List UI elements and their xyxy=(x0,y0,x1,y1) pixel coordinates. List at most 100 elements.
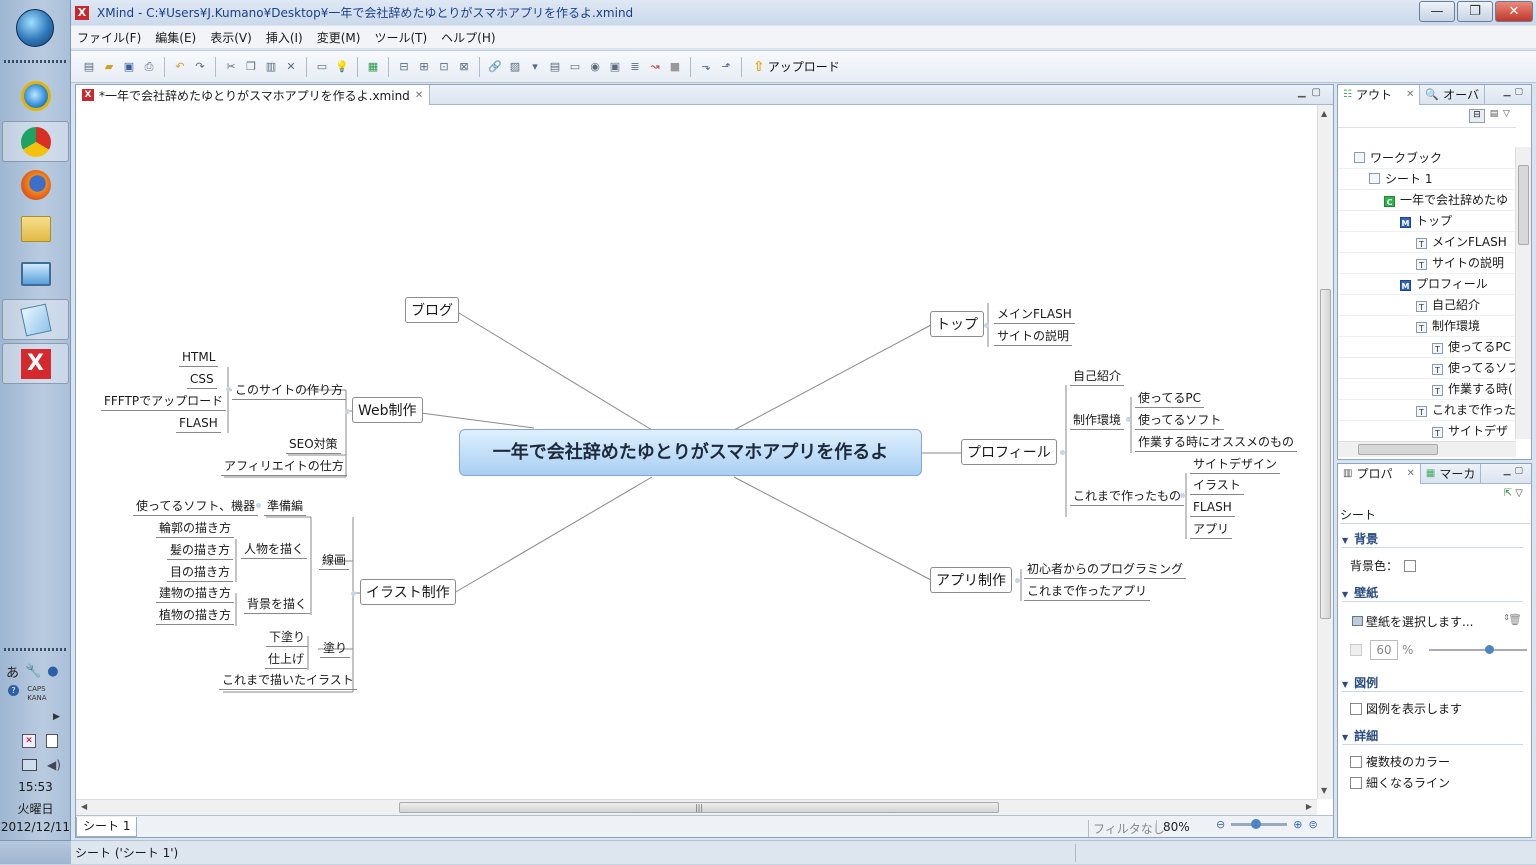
copy-icon[interactable]: ❐ xyxy=(246,59,256,73)
profile-flash[interactable]: FLASH xyxy=(1190,498,1235,517)
close-tab-icon[interactable]: ✕ xyxy=(1406,468,1415,479)
top-flash[interactable]: メインFLASH xyxy=(994,305,1075,324)
outline-row-sheet[interactable]: シート 1 xyxy=(1338,169,1516,190)
profile-soft[interactable]: 使ってるソフト xyxy=(1135,411,1225,430)
taskbar-remote[interactable] xyxy=(2,253,69,294)
profile-illust[interactable]: イラスト xyxy=(1190,476,1244,495)
horizontal-scrollbar[interactable]: ◀ ||| ▶ xyxy=(76,799,1317,815)
trash-icon[interactable]: 🗑 xyxy=(1508,613,1522,626)
upload-button[interactable]: ⇧アップロード xyxy=(753,58,840,75)
xmind-window-icon[interactable]: X xyxy=(75,5,89,20)
menu-insert[interactable]: 挿入(I) xyxy=(265,30,303,45)
help-icon[interactable]: ? xyxy=(8,685,19,696)
insert-topic-icon[interactable]: ⊟ xyxy=(399,59,409,73)
collapse-all-icon[interactable]: ⊟ xyxy=(1469,109,1485,123)
close-button[interactable]: ✕ xyxy=(1495,1,1533,22)
zoom-fit-icon[interactable]: ⊜ xyxy=(1308,818,1318,831)
topic-profile[interactable]: プロフィール xyxy=(961,439,1057,465)
taskbar-ie[interactable] xyxy=(2,75,69,116)
display-icon[interactable] xyxy=(22,759,37,771)
illust-outline[interactable]: 輪郭の描き方 xyxy=(156,519,235,538)
illust-soft[interactable]: 使ってるソフト、機器 xyxy=(133,497,259,516)
opacity-field[interactable]: 60 xyxy=(1370,640,1398,660)
undo-icon[interactable]: ↶ xyxy=(175,59,185,73)
mind-map-canvas[interactable]: 一年で会社辞めたゆとりがスマホアプリを作るよ ブログ Web制作 このサイトの作… xyxy=(76,105,1317,799)
panel-minmax[interactable]: ▁▢ xyxy=(1503,466,1527,476)
collapse-dot[interactable] xyxy=(351,591,356,596)
profile-app[interactable]: アプリ xyxy=(1190,520,1233,539)
scroll-right-icon[interactable]: ▶ xyxy=(1305,802,1312,811)
paste-icon[interactable]: ▥ xyxy=(265,59,277,73)
drill-up-icon[interactable]: ⬏ xyxy=(721,59,731,73)
menu-edit[interactable]: 編集(E) xyxy=(155,30,197,45)
collapse-dot[interactable] xyxy=(1180,493,1185,498)
redo-icon[interactable]: ↷ xyxy=(195,59,205,73)
collapse-dot[interactable] xyxy=(345,409,350,414)
collapse-dot[interactable] xyxy=(1126,417,1131,422)
bg-color-swatch[interactable] xyxy=(1404,560,1417,572)
web-howto[interactable]: このサイトの作り方 xyxy=(232,381,347,400)
section-detail[interactable]: ▼詳細 xyxy=(1342,727,1523,745)
network-off-icon[interactable]: ✕ xyxy=(22,734,36,748)
profile-intro[interactable]: 自己紹介 xyxy=(1070,367,1125,386)
spinner-icon[interactable]: ⇕ xyxy=(1503,613,1510,622)
illust-prep[interactable]: 準備編 xyxy=(264,497,307,516)
label-icon[interactable]: ▤ xyxy=(549,59,561,73)
clock-date[interactable]: 2012/12/11 xyxy=(0,820,71,834)
tab-properties[interactable]: ▥プロパ✕ xyxy=(1338,463,1421,484)
taskbar-firefox[interactable] xyxy=(2,164,69,205)
illust-past[interactable]: これまで描いたイラスト xyxy=(219,671,357,690)
illust-building[interactable]: 建物の描き方 xyxy=(156,584,235,603)
taskbar-notepad[interactable] xyxy=(2,299,69,340)
illust-paint[interactable]: 塗り xyxy=(320,639,351,658)
delete-icon[interactable]: ✕ xyxy=(286,59,296,73)
close-tab-icon[interactable]: ✕ xyxy=(414,89,424,101)
horizontal-scroll-thumb[interactable]: ||| xyxy=(399,802,999,813)
dropdown-icon[interactable]: ▾ xyxy=(532,59,538,73)
illust-plant[interactable]: 植物の描き方 xyxy=(156,606,235,625)
collapse-dot[interactable] xyxy=(226,387,231,392)
sort-icon[interactable]: ▤ xyxy=(1489,109,1499,119)
section-legend[interactable]: ▼図例 xyxy=(1342,674,1523,692)
illust-base[interactable]: 下塗り xyxy=(266,628,309,647)
wallpaper-select[interactable]: 壁紙を選択します... xyxy=(1366,615,1474,629)
zoom-in-icon[interactable]: ⊕ xyxy=(1293,818,1303,831)
cut-icon[interactable]: ✂ xyxy=(226,59,236,73)
illust-hair[interactable]: 髪の描き方 xyxy=(167,541,234,560)
topic-illust[interactable]: イラスト制作 xyxy=(360,579,456,605)
legend-row[interactable]: 図例を表示します xyxy=(1350,700,1462,717)
topic-top[interactable]: トップ xyxy=(930,311,984,337)
web-html[interactable]: HTML xyxy=(179,348,219,367)
section-background[interactable]: ▼背景 xyxy=(1342,530,1523,548)
insert-before-icon[interactable]: ⊡ xyxy=(439,59,449,73)
stop-icon[interactable]: ■ xyxy=(669,59,681,73)
profile-design[interactable]: サイトデザイン xyxy=(1190,455,1281,474)
taper-line-checkbox[interactable] xyxy=(1350,777,1362,789)
collapse-dot[interactable] xyxy=(984,323,989,328)
web-ffftp[interactable]: FFFTPでアップロード xyxy=(101,392,227,411)
ime-tray[interactable]: あ 🔧 ● xyxy=(6,662,59,681)
maximize-button[interactable]: ❐ xyxy=(1457,1,1493,22)
brainstorm-icon[interactable]: 💡 xyxy=(335,59,349,73)
illust-finish[interactable]: 仕上げ xyxy=(265,650,308,669)
attach-icon[interactable]: 🔗 xyxy=(488,59,502,73)
minimize-button[interactable]: — xyxy=(1419,1,1455,22)
ime-pad-icon[interactable]: ● xyxy=(47,664,59,679)
opacity-slider-knob[interactable] xyxy=(1485,645,1495,654)
outline-hscroll-thumb[interactable] xyxy=(1358,444,1438,455)
multi-color-checkbox[interactable] xyxy=(1350,756,1362,768)
tray-expand-icon[interactable]: ▶ xyxy=(53,712,60,722)
tab-overview[interactable]: 🔍オーバ xyxy=(1420,84,1485,105)
outline-row-workbook[interactable]: ワークブック xyxy=(1338,148,1516,169)
summary-icon[interactable]: ≣ xyxy=(630,59,640,73)
web-seo[interactable]: SEO対策 xyxy=(286,435,341,454)
